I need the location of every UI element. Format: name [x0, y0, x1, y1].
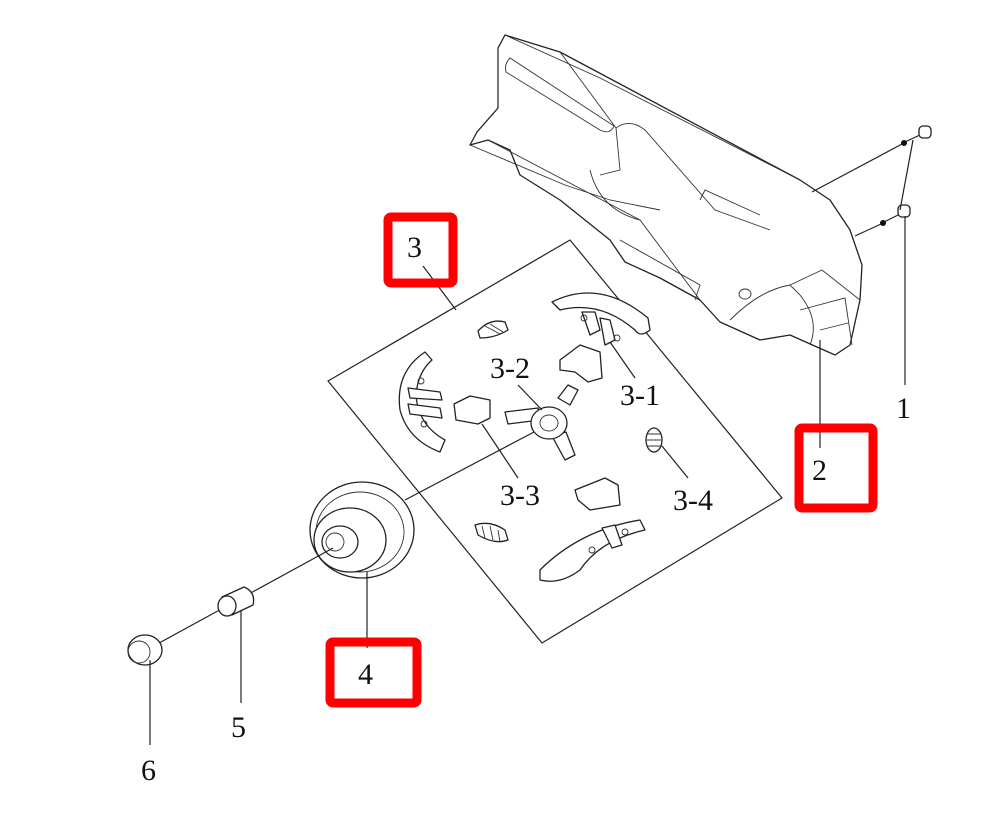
- leader-line-3: [422, 265, 457, 311]
- assembly-axis-line: [404, 431, 535, 501]
- clutch-drum[interactable]: [309, 481, 415, 579]
- needle-bearing[interactable]: [217, 586, 255, 617]
- bolt-axis-line-upper: [811, 143, 903, 193]
- shoe-insert-bottom[interactable]: [574, 477, 621, 511]
- spring-top[interactable]: [477, 320, 509, 339]
- bolt-axis-line-lower: [854, 223, 882, 237]
- callout-3: 3: [407, 231, 422, 264]
- callout-4: 4: [358, 658, 373, 691]
- callout-5: 5: [231, 711, 246, 744]
- callout-6: 6: [141, 754, 156, 787]
- bolt-lower[interactable]: [880, 204, 911, 226]
- highlight-box-3: [383, 212, 458, 288]
- callout-3-1: 3-1: [620, 379, 660, 412]
- highlight-box-2: [794, 423, 878, 513]
- clutch-cover[interactable]: [469, 34, 863, 356]
- callout-3-4: 3-4: [673, 484, 713, 517]
- spring-bottom[interactable]: [474, 522, 509, 543]
- clutch-shoe-left[interactable]: [398, 351, 446, 453]
- clutch-hub[interactable]: [504, 384, 579, 461]
- assembly-frame: [327, 239, 783, 644]
- callout-2: 2: [812, 454, 827, 487]
- shoe-insert-top[interactable]: [559, 344, 603, 383]
- spring-right[interactable]: [645, 427, 663, 453]
- washer[interactable]: [127, 634, 163, 666]
- leader-line-3-3: [481, 423, 519, 479]
- leader-line-3-1: [609, 341, 636, 379]
- clutch-shoe-top[interactable]: [551, 292, 651, 346]
- leader-line-3-2: [517, 384, 543, 411]
- leader-line-1a: [899, 139, 914, 211]
- leader-line-3-4: [661, 445, 689, 479]
- callout-3-3: 3-3: [500, 479, 540, 512]
- callout-1: 1: [896, 392, 911, 425]
- clutch-shoe-bottom[interactable]: [539, 519, 646, 582]
- callout-3-2: 3-2: [490, 352, 530, 385]
- shoe-insert-left[interactable]: [453, 395, 491, 425]
- highlight-box-4: [325, 637, 422, 708]
- bolt-upper[interactable]: [901, 125, 932, 146]
